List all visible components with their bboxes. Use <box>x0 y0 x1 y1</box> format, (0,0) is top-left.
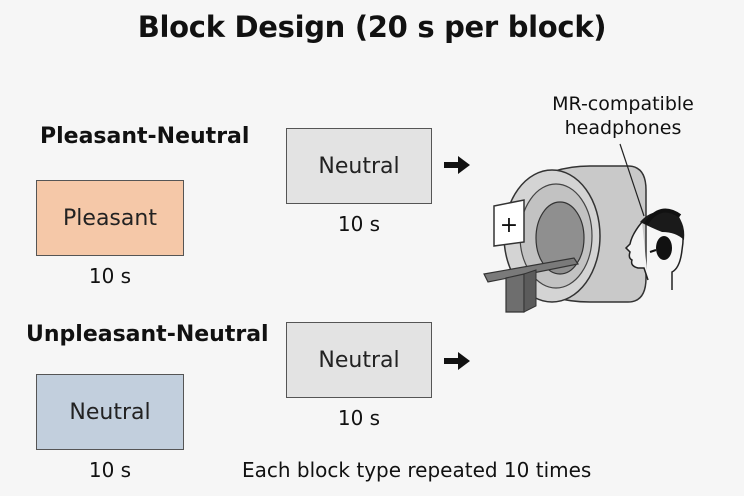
fixation-screen: + <box>493 199 525 247</box>
block-neutral-1: Neutral <box>286 128 432 204</box>
duration-pleasant: 10 s <box>88 264 132 288</box>
duration-neutral-1: 10 s <box>337 212 381 236</box>
headphones-pointer-line <box>619 143 645 217</box>
fixation-cross: + <box>500 213 518 238</box>
block-neutral-unpleasant: Neutral <box>36 374 184 450</box>
block-neutral-2: Neutral <box>286 322 432 398</box>
duration-neutral-2: 10 s <box>337 406 381 430</box>
arrow-right-icon <box>444 156 470 174</box>
arrow-right-icon <box>444 352 470 370</box>
duration-neutral-unpleasant: 10 s <box>88 458 132 482</box>
footer-note: Each block type repeated 10 times <box>242 458 592 482</box>
condition-label-pleasant-neutral: Pleasant-Neutral <box>40 124 250 149</box>
mri-scanner-icon <box>483 165 647 313</box>
headphones-icon <box>644 208 682 260</box>
mri-scanner-illustration: + <box>483 143 685 313</box>
condition-label-unpleasant-neutral: Unpleasant-Neutral <box>26 322 269 347</box>
diagram-title: Block Design (20 s per block) <box>137 10 607 44</box>
headphones-label-line-1: MR-compatible <box>552 93 694 115</box>
headphones-label: MR-compatible headphones <box>528 92 718 140</box>
block-pleasant: Pleasant <box>36 180 184 256</box>
headphones-label-line-2: headphones <box>564 117 682 139</box>
